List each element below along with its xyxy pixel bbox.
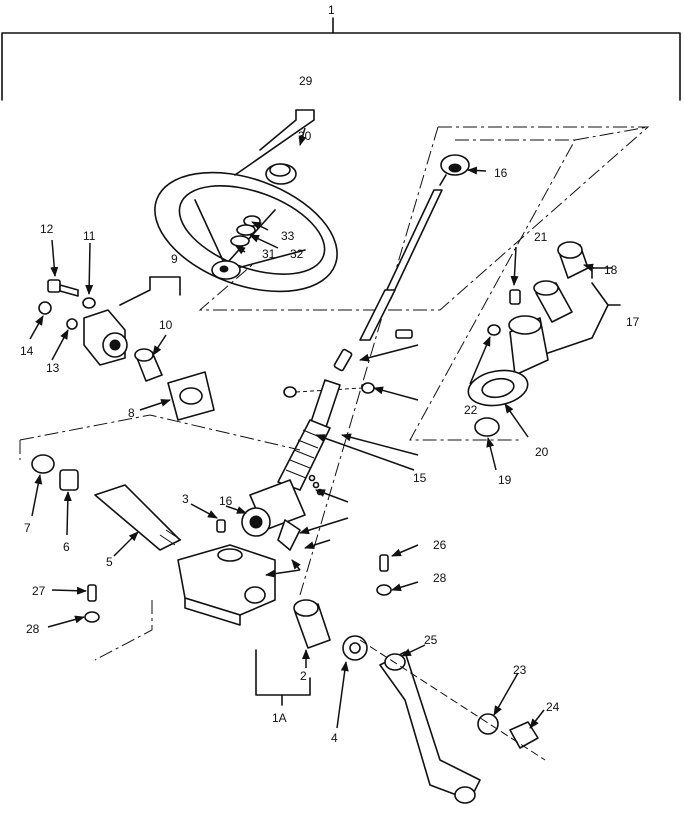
housing-flange [467, 369, 529, 407]
pitman-arm [379, 651, 481, 804]
callout-16-lower: 16 [219, 494, 233, 508]
shaft-seal [342, 635, 368, 661]
callout-28-right: 28 [433, 571, 447, 585]
flange-o-ring [474, 417, 500, 437]
callout-12: 12 [40, 222, 54, 236]
callout-23: 23 [513, 663, 527, 677]
callout-6: 6 [63, 540, 70, 554]
callout-27: 27 [32, 584, 46, 598]
callout-5: 5 [106, 555, 113, 569]
callout-31: 31 [262, 247, 276, 261]
callout-10: 10 [159, 318, 173, 332]
callout-2: 2 [300, 669, 307, 683]
housing-bolts [84, 554, 392, 623]
callout-7: 7 [24, 521, 31, 535]
callout-15: 15 [413, 471, 427, 485]
callout-20: 20 [535, 445, 549, 459]
callout-14: 14 [20, 344, 34, 358]
callout-1: 1 [328, 3, 335, 17]
callout-29: 29 [299, 74, 313, 88]
callout-13: 13 [46, 361, 60, 375]
upper-bushing [557, 241, 589, 279]
sector-shaft [94, 484, 182, 551]
gear-housing [177, 544, 276, 626]
horn-button-cap [265, 163, 297, 185]
assembly-bracket [1, 17, 681, 101]
callout-33: 33 [281, 229, 295, 243]
callout-19: 19 [498, 473, 512, 487]
callout-22: 22 [464, 403, 478, 417]
callout-21: 21 [534, 230, 548, 244]
callout-28-left: 28 [26, 622, 40, 636]
column-bolt-and-spring [333, 329, 413, 372]
callout-17: 17 [626, 315, 640, 329]
callout-11: 11 [83, 229, 96, 243]
steering-column-shaft [359, 154, 470, 341]
callout-labels: 1 1A 2 3 4 5 6 7 8 9 10 11 12 13 14 15 1… [20, 3, 640, 745]
adjuster-bushing [134, 348, 163, 382]
callout-18: 18 [604, 263, 618, 277]
callout-1a: 1A [272, 711, 287, 725]
cover-plate [167, 371, 215, 421]
leader-lines [29, 127, 595, 729]
pitman-nut [509, 721, 539, 749]
lock-washer [477, 713, 499, 735]
sector-gear [241, 479, 306, 551]
column-housing [508, 315, 549, 376]
shaft-bushing [293, 599, 331, 649]
callout-3: 3 [182, 492, 189, 506]
cap-screws-and-washers [38, 279, 96, 330]
callout-8: 8 [128, 406, 135, 420]
callout-16-upper: 16 [494, 166, 508, 180]
callout-4: 4 [331, 731, 338, 745]
flange-screw-and-washer [487, 289, 521, 336]
callout-26: 26 [433, 538, 447, 552]
bushing-sleeve [533, 280, 573, 323]
adjuster-housing [83, 309, 128, 366]
housing-screw-3 [216, 519, 226, 533]
callout-24: 24 [546, 700, 560, 714]
seal-bolt [59, 469, 79, 491]
callout-9: 9 [171, 252, 178, 266]
callout-30: 30 [298, 129, 312, 143]
snap-ring [31, 454, 55, 474]
callout-25: 25 [424, 633, 438, 647]
callout-32: 32 [290, 247, 304, 261]
